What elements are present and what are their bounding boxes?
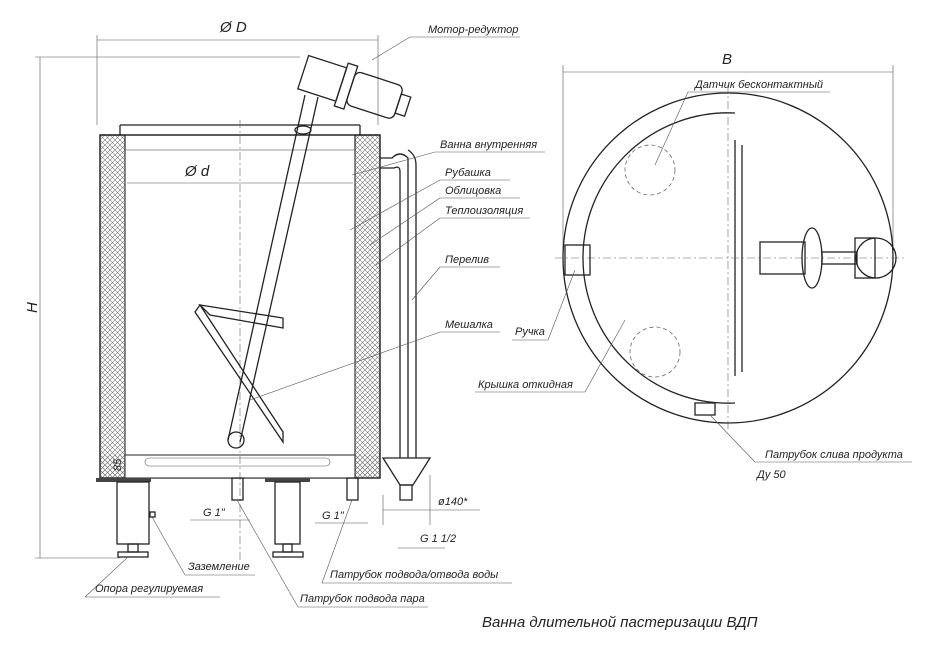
- label-motor: Мотор-редуктор: [428, 24, 518, 36]
- drawing-title: Ванна длительной пастеризации ВДП: [482, 614, 758, 631]
- dim-85-label: 85: [112, 458, 124, 471]
- dim-D-label: Ø D: [219, 19, 247, 36]
- label-cladding: Облицовка: [445, 185, 501, 197]
- dim-funnel-label: ø140*: [438, 496, 468, 508]
- label-drain: Патрубок слива продукта: [765, 449, 903, 461]
- label-steam-nozzle: Патрубок подвода пара: [300, 593, 425, 605]
- tank-body: [99, 120, 381, 560]
- label-water-nozzle: Патрубок подвода/отвода воды: [330, 569, 498, 581]
- label-grounding: Заземление: [188, 561, 250, 573]
- label-sensor: Датчик бесконтактный: [693, 79, 823, 91]
- dim-B-label: B: [722, 51, 732, 68]
- agitator: [194, 94, 319, 449]
- water-nozzle: [346, 477, 359, 501]
- label-agitator: Мешалка: [445, 319, 493, 331]
- label-support: Опора регулируемая: [95, 583, 203, 595]
- label-inner-tank: Ванна внутренняя: [440, 139, 537, 151]
- dim-g112-label: G 1 1/2: [420, 533, 456, 545]
- top-view: B Датчик бесконтактный Ручка Крышка отки…: [475, 51, 912, 481]
- label-drain-size: Ду 50: [755, 469, 787, 481]
- label-overflow: Перелив: [445, 254, 489, 266]
- dim-g1-right-label: G 1": [322, 510, 345, 522]
- sensor-hidden-2: [629, 326, 681, 378]
- dimension-outer-diameter: Ø D: [96, 19, 379, 125]
- drain-nozzle: [694, 402, 716, 416]
- side-view: Ø D H Ø d 85: [24, 19, 545, 608]
- dim-H-label: H: [24, 302, 41, 313]
- dimension-height: H: [24, 56, 300, 559]
- dimension-inner-diameter: Ø d: [127, 163, 353, 184]
- label-handle: Ручка: [515, 326, 545, 338]
- dimension-width: B: [562, 51, 894, 258]
- top-view-labels: Датчик бесконтактный Ручка Крышка откидн…: [475, 79, 912, 481]
- handle: [564, 244, 591, 276]
- dim-d-label: Ø d: [184, 163, 210, 180]
- dim-g1-left-label: G 1": [203, 507, 226, 519]
- motor-top: [759, 227, 897, 289]
- adjustable-support-left: [96, 478, 151, 558]
- label-insulation: Теплоизоляция: [445, 205, 523, 217]
- overflow-pipe: [380, 149, 432, 501]
- grounding-bolt: [149, 511, 156, 518]
- adjustable-support-middle: [265, 478, 310, 558]
- label-lid: Крышка откидная: [478, 379, 573, 391]
- sensor-hidden: [624, 144, 676, 196]
- label-jacket: Рубашка: [445, 167, 491, 179]
- side-view-labels: Мотор-редуктор Ванна внутренняя Рубашка …: [84, 24, 545, 608]
- motor-gearbox: [296, 54, 412, 119]
- steam-nozzle: [231, 477, 244, 501]
